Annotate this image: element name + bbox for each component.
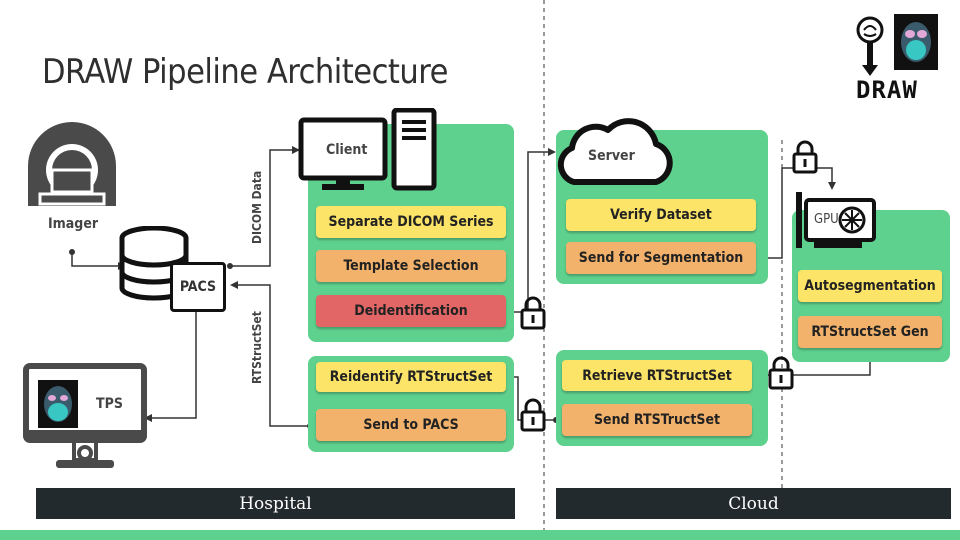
step-send-rtstructset: Send RTSTructSet (562, 404, 752, 436)
pacs-box: PACS (170, 262, 226, 312)
pacs-label: PACS (179, 279, 217, 295)
cloud-footer: Cloud (556, 488, 951, 519)
pacs-to-client-line (230, 149, 292, 267)
draw-logo-text: DRAW (856, 76, 918, 104)
lock-icon (520, 296, 546, 330)
step-autosegmentation: Autosegmentation (798, 270, 942, 302)
client-to-server-line (505, 151, 548, 313)
ct-scan-thumbnail-icon (38, 380, 78, 428)
client-label: Client (326, 142, 368, 158)
tps-label: TPS (96, 396, 123, 412)
gpu-icon (794, 186, 880, 254)
step-deidentification: Deidentification (316, 295, 506, 327)
step-send-to-pacs: Send to PACS (316, 409, 506, 441)
step-send-for-segmentation: Send for Segmentation (566, 242, 756, 274)
step-verify-dataset: Verify Dataset (566, 199, 756, 231)
step-reidentify-rtstructset: Reidentify RTStructSet (316, 362, 506, 392)
step-template-selection: Template Selection (316, 250, 506, 282)
cloud-icon (552, 112, 676, 188)
pacs-to-tps-line (152, 308, 197, 419)
dicom-data-label: DICOM Data (250, 170, 264, 244)
step-separate-dicom-series: Separate DICOM Series (316, 206, 506, 238)
page-title: DRAW Pipeline Architecture (42, 52, 448, 92)
server-to-gpu-line (760, 167, 833, 259)
draw-logo-icon: DRAW (852, 10, 942, 104)
imager-label: Imager (48, 216, 99, 232)
imager-icon (22, 122, 122, 212)
rtstructset-label: RTStructSet (250, 311, 264, 384)
lock-icon (768, 356, 794, 390)
step-rtstructset-gen: RTStructSet Gen (798, 316, 942, 348)
gpu-label: GPU (814, 212, 839, 227)
server-label: Server (588, 148, 635, 164)
rtstructset-to-pacs-line (238, 284, 310, 427)
lock-icon (792, 140, 818, 174)
step-retrieve-rtstructset: Retrieve RTStructSet (562, 360, 752, 391)
computer-icon (298, 107, 440, 192)
bottom-accent-strip (0, 530, 960, 540)
imager-to-pacs-line (71, 252, 118, 267)
hospital-footer: Hospital (36, 488, 515, 519)
lock-icon (520, 398, 546, 432)
